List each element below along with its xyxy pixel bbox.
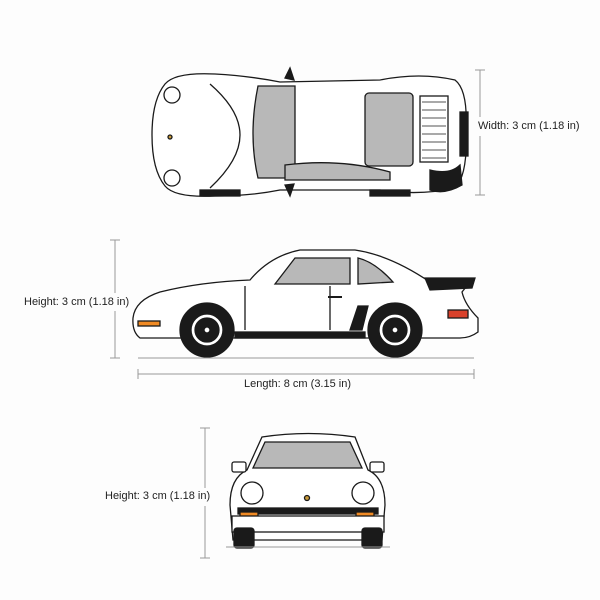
width-label: Width: 3 cm (1.18 in) (478, 119, 580, 133)
side-dimension-lines (110, 239, 475, 379)
side-height-label: Height: 3 cm (1.18 in) (24, 295, 130, 309)
width-dimension-line (475, 69, 485, 196)
car-top-view (151, 66, 469, 198)
front-dimension-lines (200, 427, 390, 559)
length-label: Length: 8 cm (3.15 in) (244, 377, 352, 391)
car-front-view (229, 432, 386, 549)
car-side-view (132, 249, 479, 358)
front-height-label: Height: 3 cm (1.18 in) (105, 489, 211, 503)
